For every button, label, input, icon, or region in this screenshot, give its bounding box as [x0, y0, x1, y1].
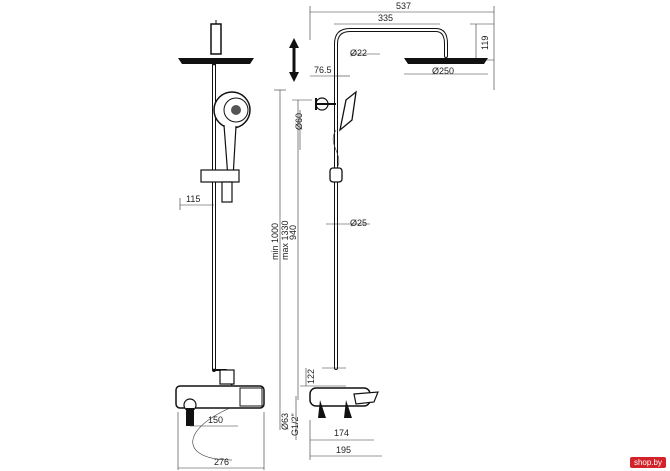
dim-thread: G1/2" [290, 413, 300, 436]
dim-335: 335 [378, 13, 393, 23]
dim-174: 174 [334, 428, 349, 438]
dim-122: 122 [306, 369, 316, 384]
side-view: 115 150 276 [175, 20, 265, 470]
hand-shower-front [339, 90, 357, 132]
slide-holder [200, 169, 240, 183]
dim-63: Ø63 [280, 413, 290, 430]
rain-head-front [404, 58, 488, 64]
dim-150: 150 [208, 415, 223, 425]
dim-height-max: max 1330 [280, 220, 290, 260]
head-arm [210, 23, 222, 55]
dim-537: 537 [396, 1, 411, 11]
dim-195: 195 [336, 445, 351, 455]
dim-height-min: min 1000 [270, 223, 280, 260]
height-dims: min 1000 max 1330 940 Ø60 [270, 89, 312, 430]
spout [353, 391, 379, 405]
dim-250: Ø250 [432, 66, 454, 76]
rain-head-side [178, 58, 254, 64]
dim-holder: Ø60 [294, 113, 304, 130]
dim-76-5: 76.5 [314, 65, 332, 75]
front-view: 537 335 119 Ø250 Ø22 76.5 Ø25 [280, 1, 495, 460]
height-adjust-arrow-icon [289, 38, 299, 82]
dim-119: 119 [480, 36, 490, 50]
watermark-badge: shop.by [629, 457, 666, 468]
dim-25: Ø25 [350, 218, 367, 228]
dim-115: 115 [186, 194, 200, 204]
dim-940: 940 [288, 225, 298, 240]
dim-22: Ø22 [350, 48, 367, 58]
dim-276: 276 [214, 457, 229, 467]
